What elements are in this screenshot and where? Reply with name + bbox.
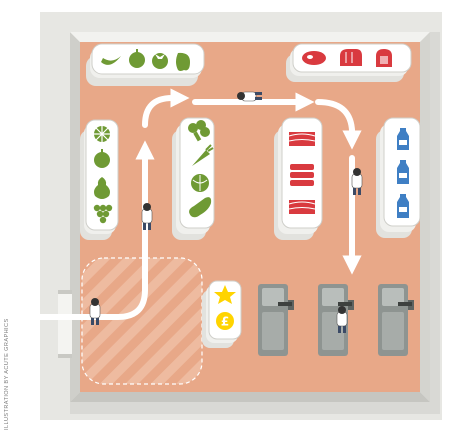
checkout-3 [378,284,414,356]
shopper-figure [336,306,348,333]
apple-icon [129,49,145,68]
shelf-vegetables [172,117,215,240]
cabbage-icon [191,174,209,192]
tomato-icon [152,53,168,69]
apple-icon [94,149,110,168]
milk-bottle-icon [397,194,409,218]
shelf-dairy [376,117,421,238]
eggplant-icon [189,197,212,218]
illustration-credit: ILLUSTRATION BY ACUTE GRAPHICS [4,318,10,430]
broccoli-icon [188,120,210,142]
milk-bottle-icon [397,160,409,184]
shopper-figure [141,203,153,230]
shelf-fruit-left [80,119,119,240]
checkout-1 [258,284,294,356]
shopper-path [33,88,362,320]
bacon-icon [288,200,316,214]
star-icon [214,285,236,304]
bread-loaf-icon [340,49,362,66]
steak-icon [290,164,314,186]
shelf-promo: £ [202,280,242,348]
grapes-icon [93,204,113,224]
pear-icon [94,177,110,199]
carrot-icon [192,144,214,166]
citrus-icon [94,126,110,142]
shelf-meat [274,117,323,240]
shopper-figure [237,91,262,102]
steak-icon [302,51,326,65]
pepper-icon [176,52,190,71]
milk-bottle-icon [397,128,409,150]
entrance-door [58,290,72,358]
bacon-icon [288,132,316,146]
sliced-bread-icon [376,49,392,67]
banana-icon [101,56,121,65]
shopper-figure [351,168,363,195]
shelf-fruit-veg-top [86,43,205,86]
shopper-figure [89,298,101,325]
shelf-bakery-top [286,43,412,82]
pound-sign-icon: £ [216,312,234,330]
svg-text:£: £ [221,315,229,329]
